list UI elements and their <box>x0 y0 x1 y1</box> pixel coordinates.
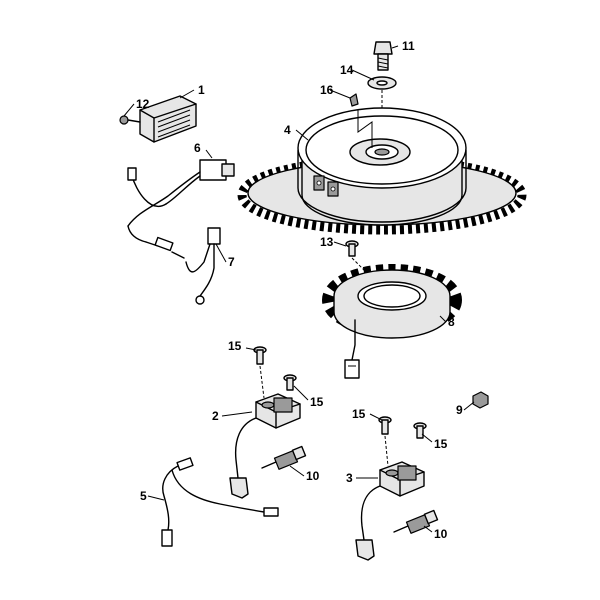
nut <box>472 391 489 409</box>
flywheel-bolt <box>373 41 393 71</box>
regulator <box>119 95 197 143</box>
callout-4: 4 <box>284 123 291 137</box>
callout-3: 3 <box>346 471 353 485</box>
callout-10-b: 10 <box>434 527 448 541</box>
callout-11: 11 <box>402 39 415 53</box>
callout-6: 6 <box>194 141 201 155</box>
callout-15-d: 15 <box>434 437 448 451</box>
spark-plug-a <box>261 445 307 470</box>
callout-15-a: 15 <box>228 339 242 353</box>
spark-plug-b <box>393 509 439 534</box>
coil-screw-a <box>253 346 267 399</box>
coil-screw-d <box>413 422 427 439</box>
callout-14: 14 <box>340 63 354 77</box>
ignition-coil-a <box>229 393 301 499</box>
flywheel <box>237 107 527 235</box>
ground-wire <box>161 457 279 547</box>
callout-12: 12 <box>136 97 150 111</box>
callout-1: 1 <box>198 83 205 97</box>
leader-lines <box>123 45 475 533</box>
washer <box>367 76 397 90</box>
callout-labels: 11 14 16 4 1 12 6 7 13 8 15 15 2 9 15 15… <box>136 39 463 541</box>
stator <box>322 264 462 379</box>
callout-16: 16 <box>320 83 334 97</box>
callout-5: 5 <box>140 489 147 503</box>
callout-15-b: 15 <box>310 395 324 409</box>
callout-2: 2 <box>212 409 219 423</box>
stator-screw <box>345 240 367 273</box>
callout-15-c: 15 <box>352 407 366 421</box>
flywheel-key <box>349 93 359 107</box>
callout-9: 9 <box>456 403 463 417</box>
callout-13: 13 <box>320 235 334 249</box>
callout-8: 8 <box>448 315 455 329</box>
wire-harness <box>127 159 235 305</box>
coil-screw-c <box>378 416 392 467</box>
callout-7: 7 <box>228 255 235 269</box>
coil-screw-b <box>283 374 297 391</box>
ignition-coil-b <box>355 461 425 561</box>
callout-10-a: 10 <box>306 469 320 483</box>
